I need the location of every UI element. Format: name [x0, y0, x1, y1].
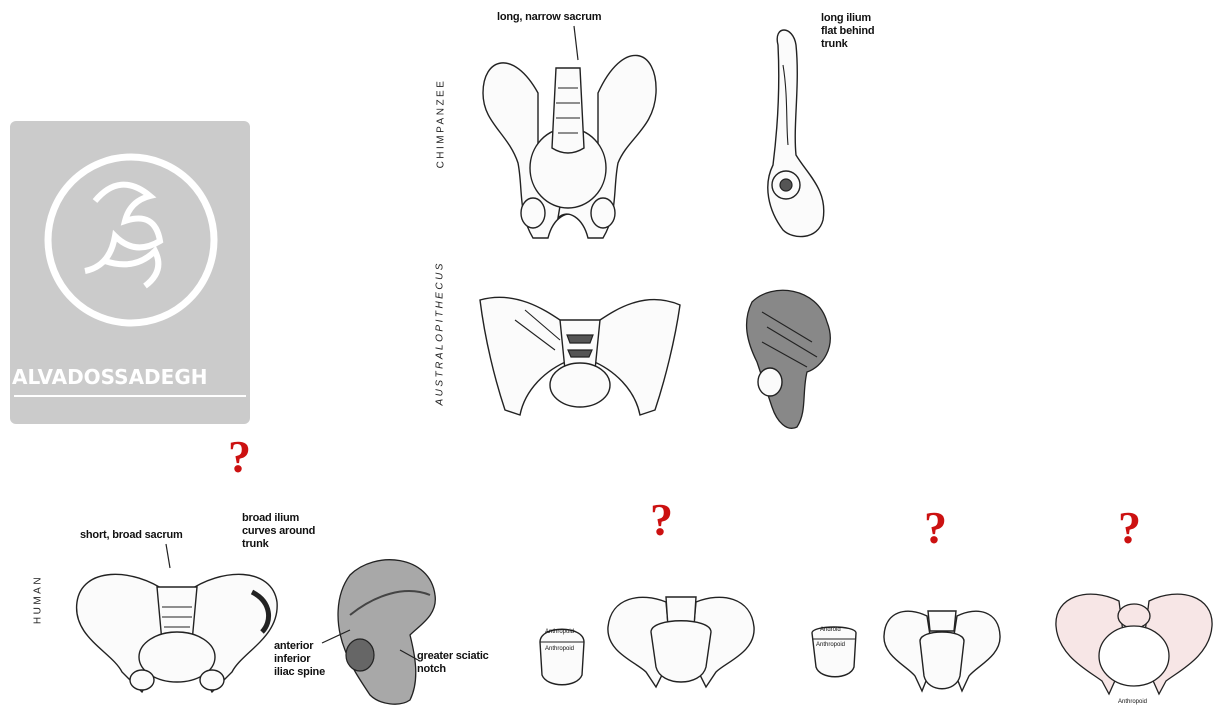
question-mark-2: ? [650, 497, 673, 543]
chimp-pelvis-front [478, 38, 658, 248]
question-mark-4: ? [1118, 505, 1141, 551]
pelvis-outline-4 [882, 601, 1002, 701]
australopithecus-pelvis-side [742, 282, 842, 432]
watermark: ALVADOSSADEGH [10, 121, 250, 424]
question-mark-3: ? [924, 505, 947, 551]
label-human: HUMAN [33, 570, 44, 630]
inlet-3-label-a: Android [820, 627, 841, 633]
chimp-sacrum-pointer [572, 26, 582, 66]
question-mark-1: ? [228, 434, 251, 480]
pelvis-outline-2 [606, 587, 756, 697]
pelvic-inlet-shape-3 [806, 625, 866, 685]
human-pelvis-front [72, 562, 282, 697]
watermark-text: ALVADOSSADEGH [12, 365, 207, 389]
pelvis-5-label: Anthropoid [1118, 699, 1147, 705]
inlet-1-label-a: Anthropoid [545, 629, 574, 635]
label-chimpanzee: CHIMPANZEE [436, 74, 447, 174]
aiis-pointer [320, 628, 360, 658]
australopithecus-pelvis-front [475, 290, 685, 420]
human-sacrum-pointer [164, 544, 174, 574]
label-australopithecus: AUSTRALOPITHECUS [435, 286, 446, 406]
pelvis-outline-5 [1054, 586, 1214, 696]
inlet-3-label-b: Anthropoid [816, 642, 845, 648]
inlet-1-label-b: Anthropoid [545, 646, 574, 652]
label-long-narrow-sacrum: long, narrow sacrum [497, 11, 601, 24]
label-short-broad-sacrum: short, broad sacrum [80, 529, 183, 542]
